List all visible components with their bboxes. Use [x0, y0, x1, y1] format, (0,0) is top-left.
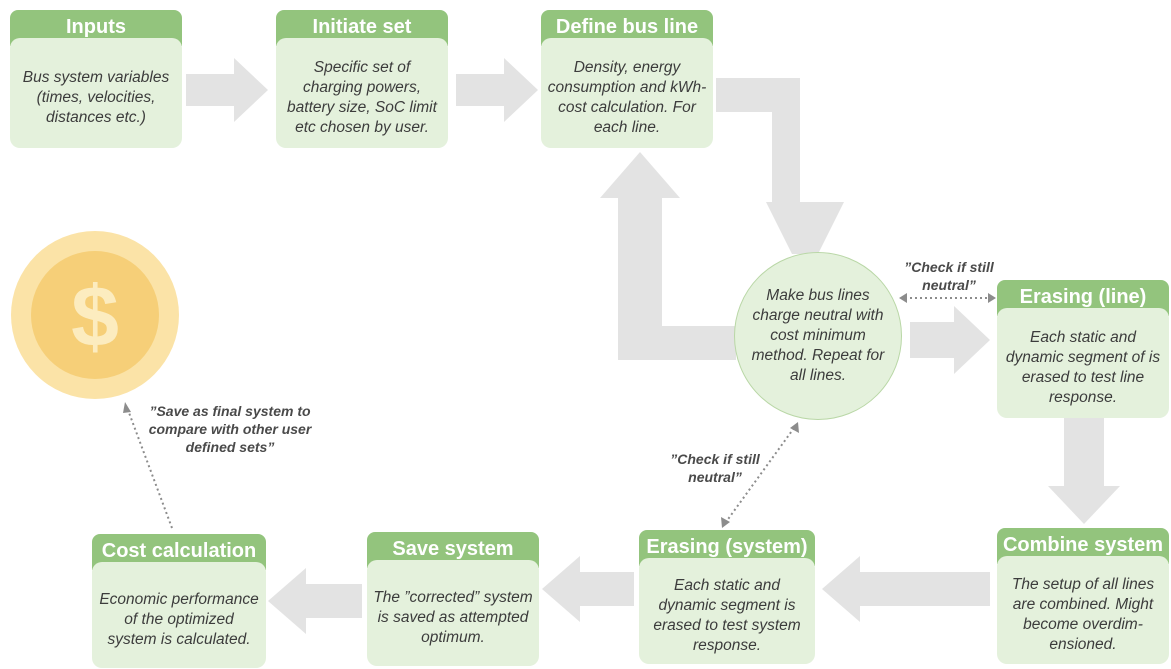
save-system-title: Save system [367, 532, 539, 568]
combine-system-title: Combine system [997, 528, 1169, 564]
initiate-set-box: Initiate set Specific set of charging po… [276, 10, 448, 148]
erasing-line-box: Erasing (line) Each static and dynamic s… [997, 280, 1169, 418]
inputs-box: Inputs Bus system variables (times, velo… [10, 10, 182, 148]
dotted-arrowhead-right [988, 293, 996, 303]
dotted-link-cost-to-coin [127, 409, 173, 529]
save-system-box: Save system The ”corrected” system is sa… [367, 532, 539, 666]
arrow-inputs-to-initiate [186, 58, 268, 122]
arrow-combine-to-erasing-system [822, 556, 990, 622]
combine-system-box: Combine system The setup of all lines ar… [997, 528, 1169, 664]
note-save-final: ”Save as final system to compare with ot… [148, 403, 312, 455]
arrow-circle-to-define [600, 152, 736, 360]
erasing-system-text: Each static and dynamic segment is erase… [639, 558, 815, 664]
define-bus-line-title: Define bus line [541, 10, 713, 46]
erasing-line-text: Each static and dynamic segment of is er… [997, 308, 1169, 418]
define-bus-line-text: Density, energy consumption and kWh-cost… [541, 38, 713, 148]
cost-calculation-text: Economic performance of the optimized sy… [92, 562, 266, 668]
initiate-set-text: Specific set of charging powers, battery… [276, 38, 448, 148]
arrow-erasing-line-to-combine [1048, 418, 1120, 524]
arrow-circle-to-erasing-line [910, 306, 990, 374]
inputs-text: Bus system variables (times, velocities,… [10, 38, 182, 148]
dotted-arrowhead-coin [123, 402, 131, 413]
erasing-system-title: Erasing (system) [639, 530, 815, 566]
arrow-save-to-cost [268, 568, 362, 634]
arrow-define-to-circle [716, 78, 844, 254]
dotted-arrowhead-left [899, 293, 907, 303]
dotted-arrowhead-down [721, 517, 730, 528]
dotted-arrowhead-up [790, 422, 799, 433]
erasing-system-box: Erasing (system) Each static and dynamic… [639, 530, 815, 664]
combine-system-text: The setup of all lines are combined. Mig… [997, 556, 1169, 664]
charge-neutral-circle: Make bus lines charge neutral with cost … [734, 252, 902, 420]
cost-calculation-title: Cost calculation [92, 534, 266, 570]
note-check-system: ”Check if still neutral” [670, 451, 760, 485]
arrow-erasing-system-to-save [542, 556, 634, 622]
arrow-initiate-to-define [456, 58, 538, 122]
note-check-line: ”Check if still neutral” [904, 259, 994, 293]
save-system-text: The ”corrected” system is saved as attem… [367, 560, 539, 666]
define-bus-line-box: Define bus line Density, energy consumpt… [541, 10, 713, 148]
dollar-sign: $ [71, 269, 119, 365]
erasing-line-title: Erasing (line) [997, 280, 1169, 316]
dollar-coin-icon: $ [11, 231, 179, 399]
dotted-link-circle-erasing-system [725, 427, 795, 523]
cost-calculation-box: Cost calculation Economic performance of… [92, 534, 266, 668]
